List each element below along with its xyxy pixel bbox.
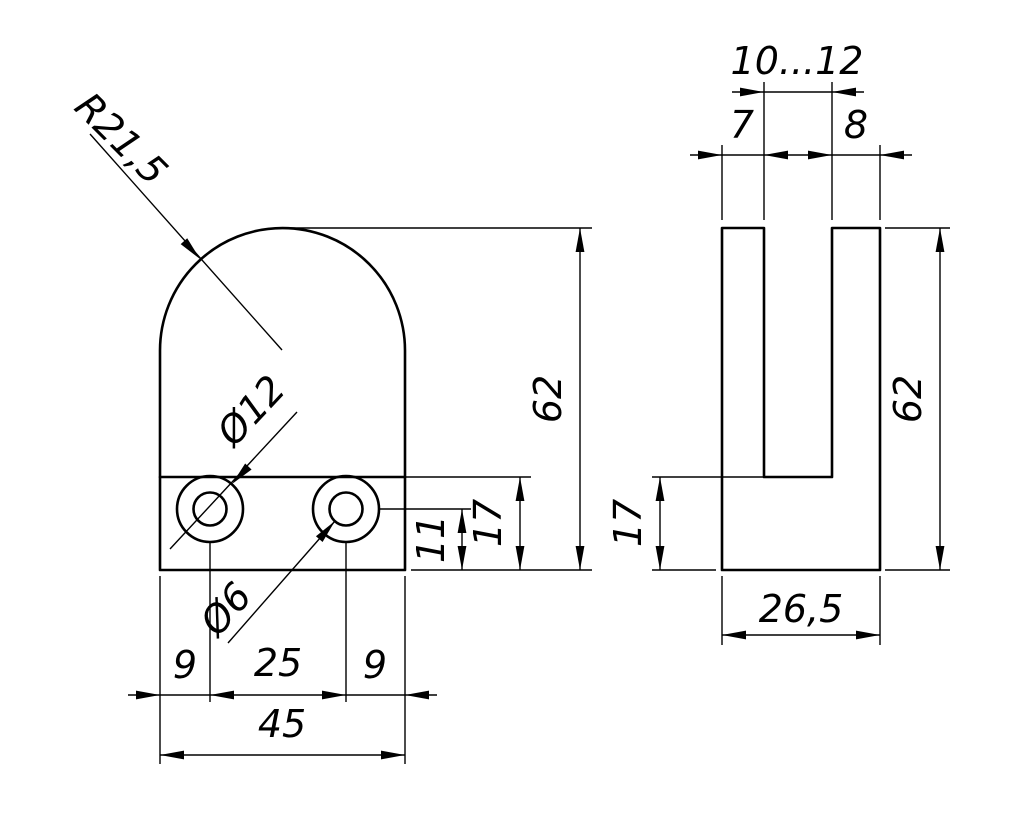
dimension-arrowhead xyxy=(457,509,467,533)
dimension-arrowhead xyxy=(935,228,945,252)
front-edge-to-hole-right-label: 9 xyxy=(363,643,387,687)
dimension-arrowhead xyxy=(880,150,904,160)
dimension-arrowhead xyxy=(655,546,665,570)
dimension-arrowhead xyxy=(935,546,945,570)
dimension-arrowhead xyxy=(160,750,184,760)
dimension-arrowhead xyxy=(575,228,585,252)
side-channel-outline xyxy=(720,226,882,572)
dimension-arrowhead xyxy=(136,690,160,700)
dimension-arrowhead xyxy=(698,150,722,160)
side-back-wall-label: 8 xyxy=(844,103,868,147)
front-seat-height-label: 17 xyxy=(466,499,510,547)
front-overall-height-label: 62 xyxy=(526,375,570,423)
front-hole-center-height-label: 11 xyxy=(409,515,453,563)
dimension-arrowhead xyxy=(381,750,405,760)
front-overall-width-label: 45 xyxy=(258,702,306,746)
hole-inner-leader xyxy=(227,520,336,644)
dimension-arrowhead xyxy=(515,477,525,501)
dimension-arrowhead xyxy=(655,477,665,501)
front-edge-to-hole-left-label: 9 xyxy=(173,643,197,687)
front-hole-inner-label: Ø6 xyxy=(190,574,260,645)
dimension-arrowhead xyxy=(457,546,467,570)
dimension-arrowhead xyxy=(722,630,746,640)
dimension-arrowhead xyxy=(740,87,764,97)
right-hole-inner xyxy=(328,491,364,527)
front-hole-outer-label: Ø12 xyxy=(207,367,294,456)
side-slot-width-label: 10...12 xyxy=(731,39,864,83)
dimension-arrowhead xyxy=(322,690,346,700)
dimension-arrowhead xyxy=(764,150,788,160)
left-hole-outer xyxy=(175,474,245,544)
front-view: R21,5 Ø12 Ø6 9 25 9 45 62 17 11 xyxy=(66,84,592,764)
dimension-arrowhead xyxy=(808,150,832,160)
dimension-arrowhead xyxy=(515,546,525,570)
dimension-arrowheads xyxy=(136,87,945,760)
dimension-arrowhead xyxy=(315,521,335,542)
dimension-arrowhead xyxy=(232,463,252,484)
side-view: 10...12 7 8 62 17 26,5 xyxy=(606,39,950,645)
side-dimension-lines xyxy=(652,82,950,645)
side-overall-height-label: 62 xyxy=(886,375,930,423)
dimension-arrowhead xyxy=(405,690,429,700)
left-hole-inner xyxy=(192,491,228,527)
side-outline xyxy=(720,226,882,572)
hole-outer-leader xyxy=(169,411,298,550)
side-overall-depth-label: 26,5 xyxy=(759,587,844,631)
dimension-arrowhead xyxy=(575,546,585,570)
dimension-arrowhead xyxy=(210,690,234,700)
side-base-height-label: 17 xyxy=(606,499,650,547)
dimension-arrowhead xyxy=(180,238,200,259)
dimension-arrowhead xyxy=(856,630,880,640)
side-front-wall-label: 7 xyxy=(730,103,754,147)
front-dimension-lines xyxy=(89,133,592,764)
dimension-arrowhead xyxy=(832,87,856,97)
front-radius-label: R21,5 xyxy=(66,84,176,194)
front-hole-spacing-label: 25 xyxy=(254,641,302,685)
